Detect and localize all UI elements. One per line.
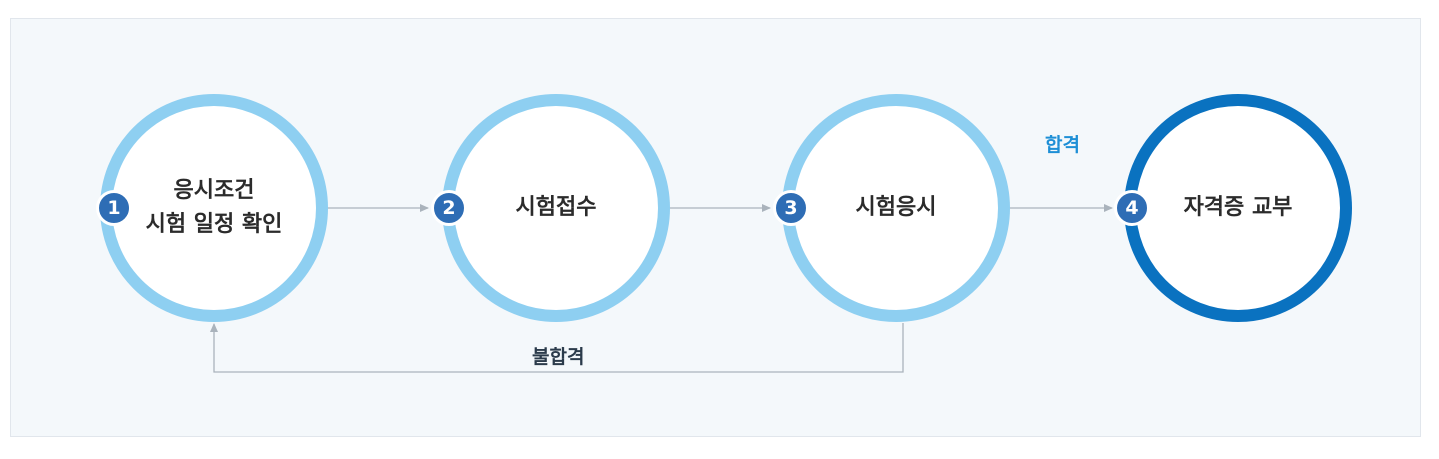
step-number-badge-1: 1 [96,190,132,226]
step-label-2: 시험접수 [515,195,597,220]
step-number-2: 2 [442,197,456,219]
step-number-1: 1 [107,197,121,219]
step-circle-2: 시험접수 [442,94,670,322]
step-circle-4: 자격증 교부 [1124,94,1352,322]
step-circle-3: 시험응시 [782,94,1010,322]
step-label-1: 응시조건 시험 일정 확인 [145,178,283,237]
step-circle-1: 응시조건 시험 일정 확인 [100,94,328,322]
fail-edge-label: 불합격 [532,346,585,368]
step-number-4: 4 [1125,197,1139,219]
step-number-badge-3: 3 [773,190,809,226]
pass-edge-label: 합격 [1045,134,1080,156]
step-label-4: 자격증 교부 [1183,195,1293,220]
step-label-3: 시험응시 [855,195,937,220]
step-number-badge-2: 2 [431,190,467,226]
step-number-badge-4: 4 [1114,190,1150,226]
step-number-3: 3 [784,197,798,219]
